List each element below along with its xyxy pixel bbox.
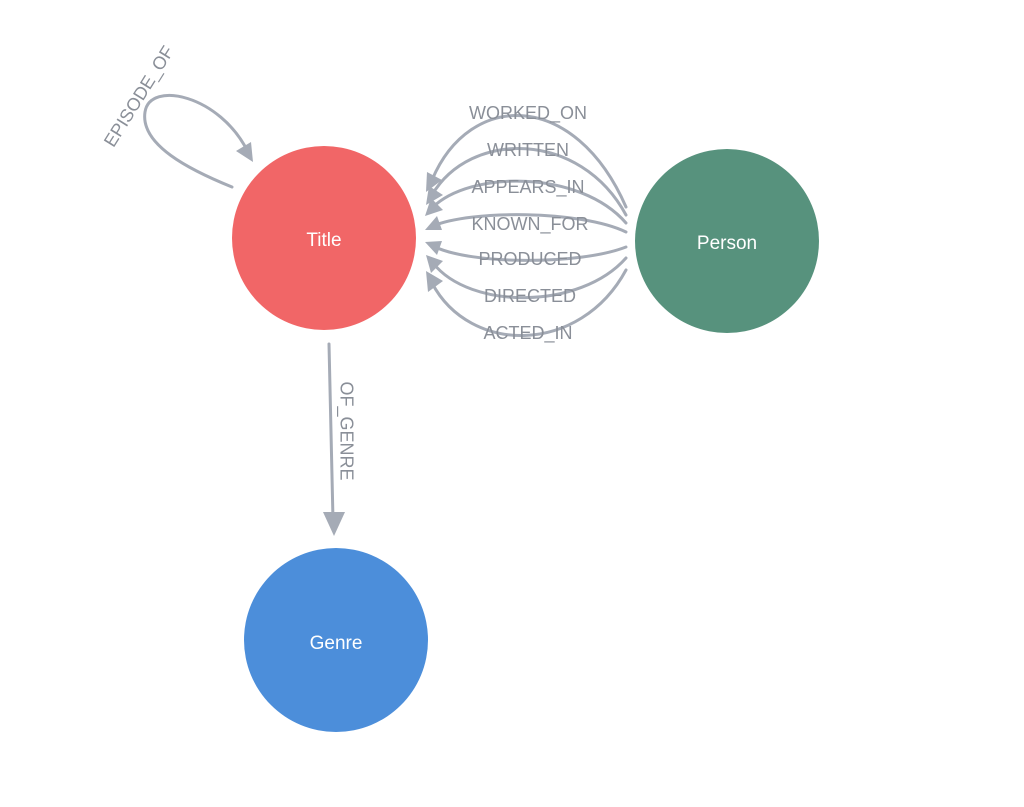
edge-directed[interactable]: DIRECTED xyxy=(426,255,628,306)
node-genre[interactable]: Genre xyxy=(244,548,428,732)
node-title-circle xyxy=(232,146,416,330)
edge-appears-in[interactable]: APPEARS_IN xyxy=(425,177,628,225)
edge-written[interactable]: WRITTEN xyxy=(426,140,628,217)
edge-label-of-genre: OF_GENRE xyxy=(335,381,356,480)
edge-episode-of[interactable]: EPISODE_OF xyxy=(100,42,253,189)
edge-label-produced: PRODUCED xyxy=(478,249,581,269)
node-genre-label: Genre xyxy=(310,633,363,654)
edge-label-appears-in: APPEARS_IN xyxy=(471,177,584,198)
node-title-label: Title xyxy=(306,230,341,251)
edge-label-directed: DIRECTED xyxy=(484,286,576,306)
node-person-circle xyxy=(635,149,819,333)
node-person[interactable]: Person xyxy=(635,149,819,333)
node-title[interactable]: Title xyxy=(232,146,416,330)
edge-acted-in[interactable]: ACTED_IN xyxy=(426,268,628,344)
edge-worked-on[interactable]: WORKED_ON xyxy=(426,103,628,209)
edge-of-genre[interactable]: OF_GENRE xyxy=(323,342,356,536)
edge-produced[interactable]: PRODUCED xyxy=(425,241,628,269)
edge-label-known-for: KNOWN_FOR xyxy=(472,214,589,235)
node-person-label: Person xyxy=(697,233,757,254)
edge-label-worked-on: WORKED_ON xyxy=(469,103,587,124)
node-genre-circle xyxy=(244,548,428,732)
edge-label-written: WRITTEN xyxy=(487,140,569,160)
edge-label-acted-in: ACTED_IN xyxy=(483,323,572,344)
edge-known-for[interactable]: KNOWN_FOR xyxy=(425,213,628,235)
